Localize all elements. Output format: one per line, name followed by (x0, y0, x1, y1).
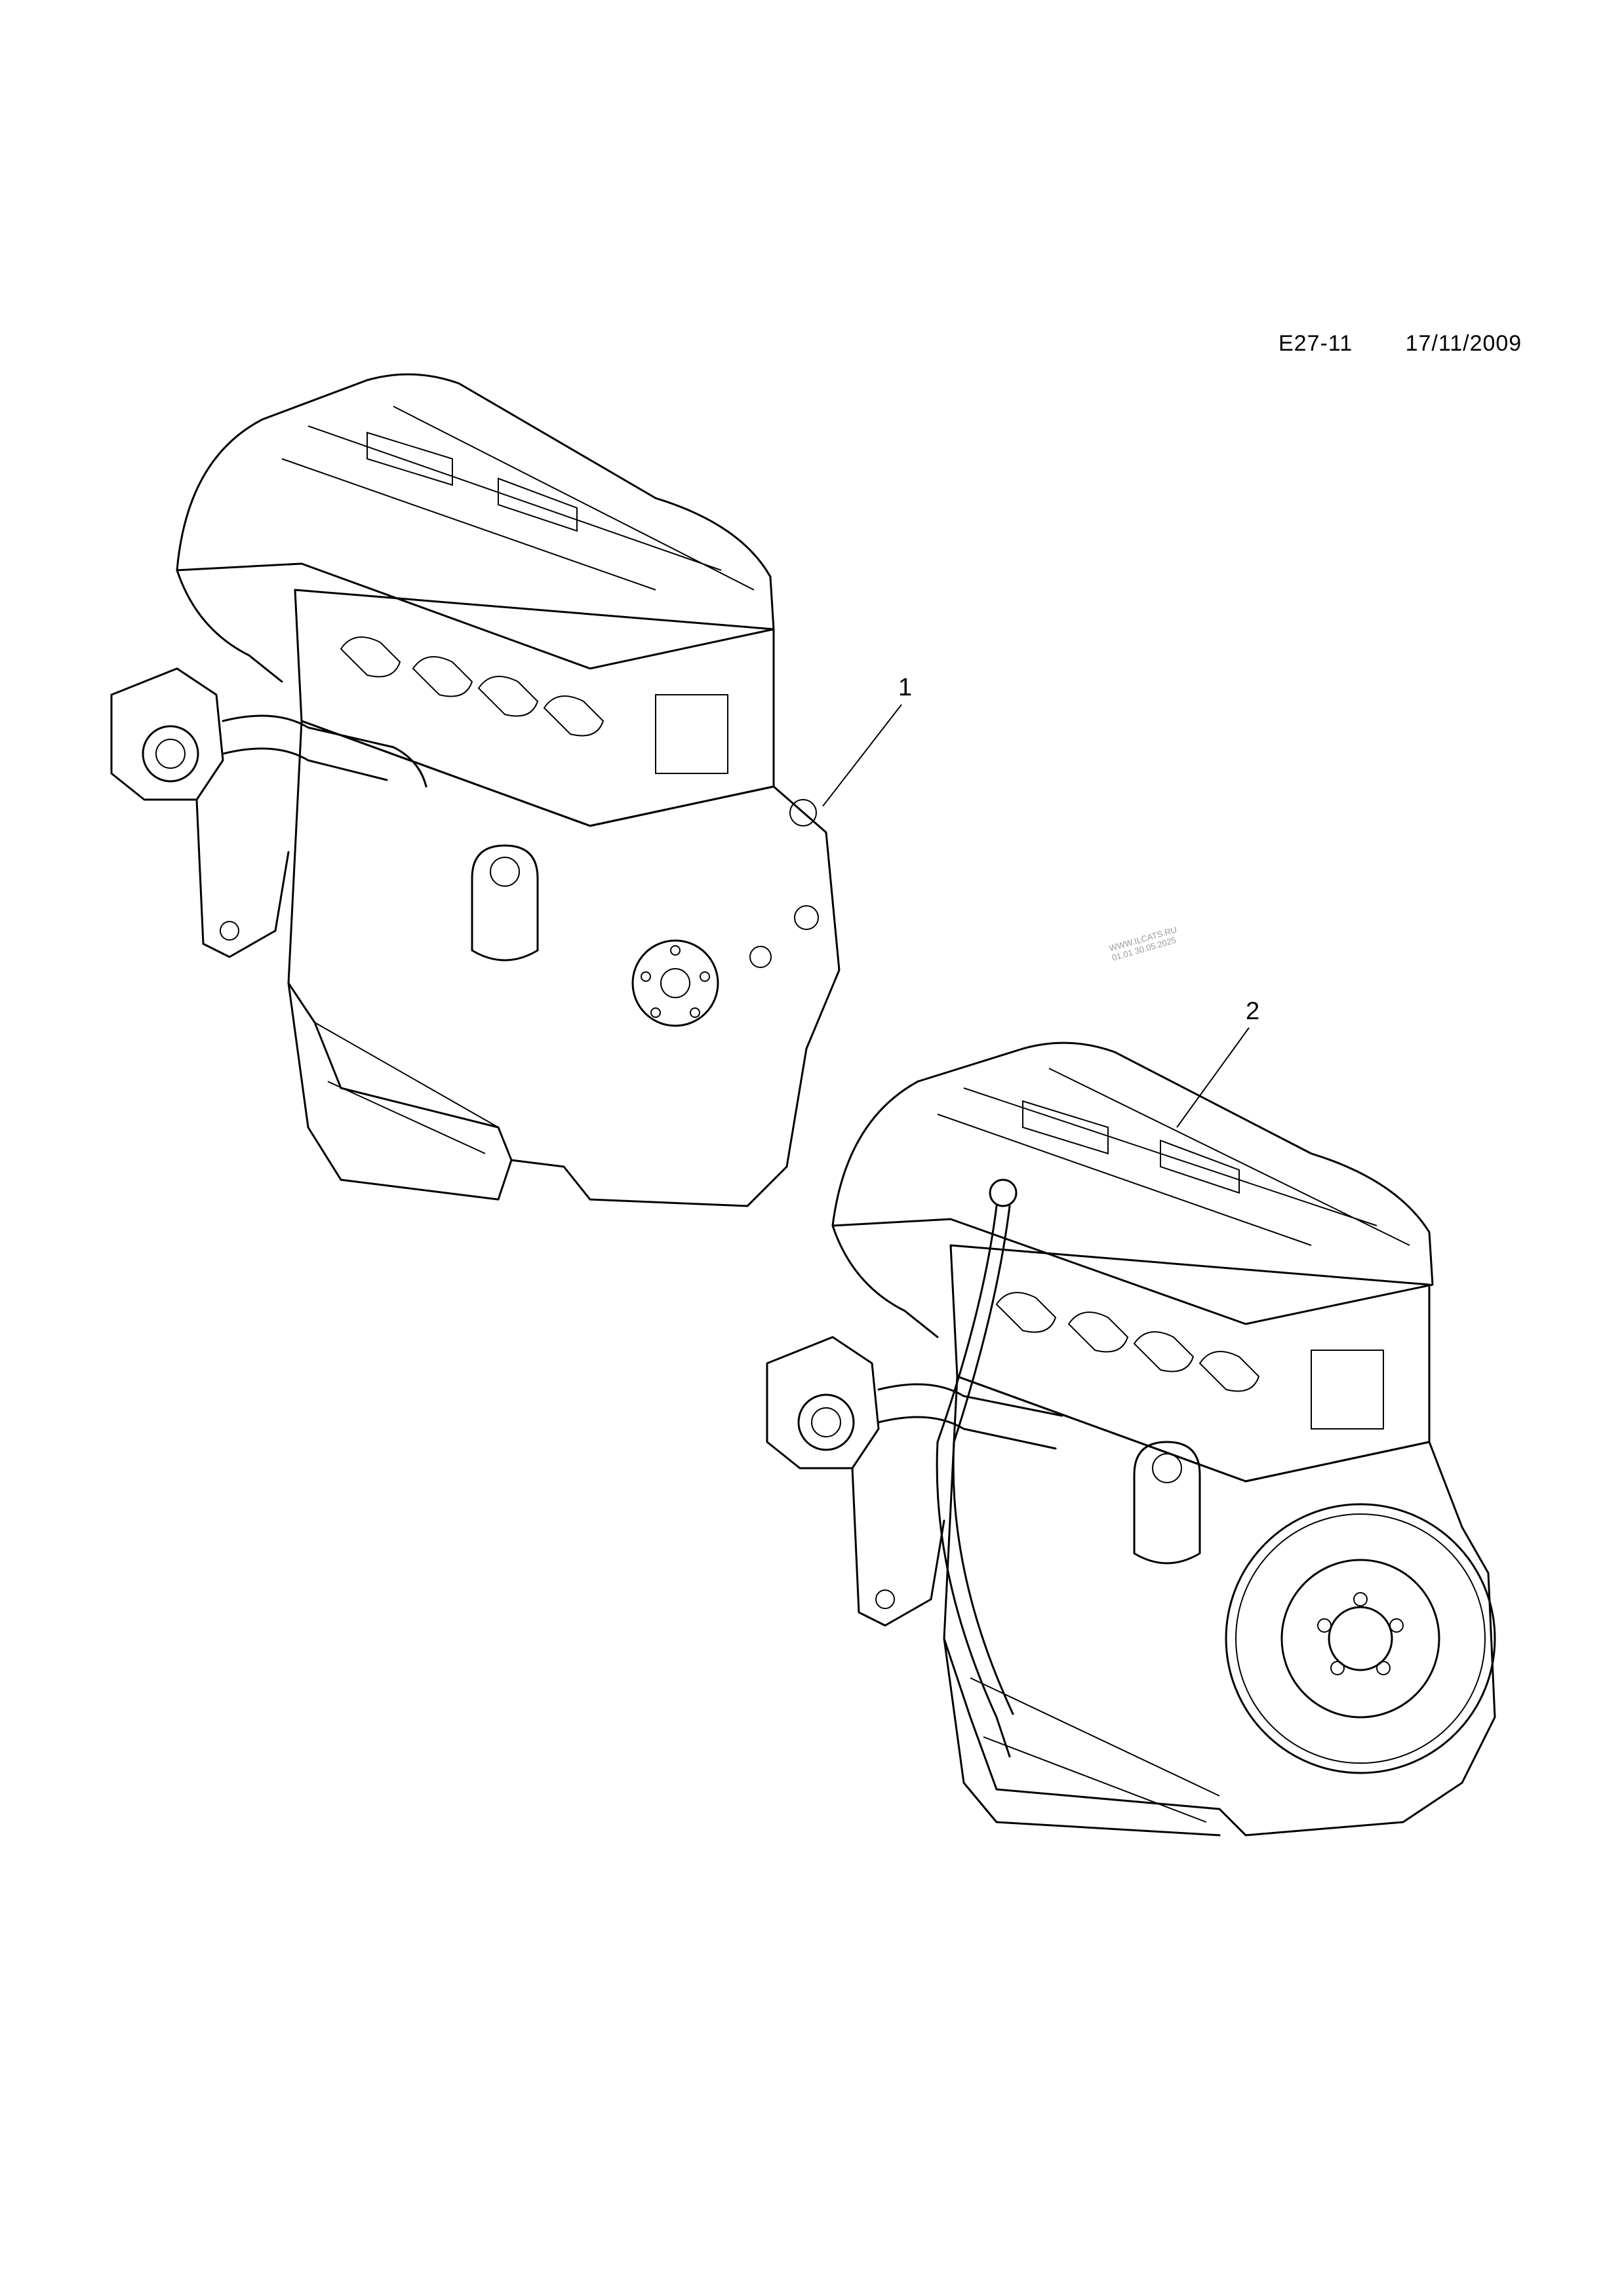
engine-1-block (287, 720, 841, 1207)
engine-2-oil-filter (1133, 1441, 1201, 1565)
callout-label-2[interactable]: 2 (1246, 998, 1260, 1025)
engine-1-crank-hub (631, 939, 719, 1027)
engine-1-oil-pan (287, 982, 513, 1201)
engine-1-cam-cover (176, 373, 775, 670)
engine-assembly-1[interactable] (110, 373, 841, 1207)
diagram-header: E27-11 17/11/2009 (1278, 331, 1522, 357)
engine-2-cam-cover (831, 1041, 1434, 1325)
leader-line-1 (822, 704, 902, 807)
engine-1-throttle-body (110, 667, 224, 801)
diagram-date: 17/11/2009 (1405, 331, 1522, 356)
callout-label-1[interactable]: 1 (898, 674, 913, 701)
engine-1-oil-filter (471, 844, 539, 962)
leader-line-2 (1176, 1027, 1250, 1128)
diagram-code: E27-11 (1278, 331, 1353, 356)
engine-assembly-2[interactable] (766, 1041, 1496, 1837)
engine-2-block (943, 1375, 1496, 1837)
engine-2-flywheel (1225, 1503, 1496, 1774)
engine-2-throttle-body (766, 1336, 880, 1469)
engine-2-dipstick-tube (936, 1205, 1011, 1758)
engine-2-oil-pan (943, 1637, 1221, 1837)
